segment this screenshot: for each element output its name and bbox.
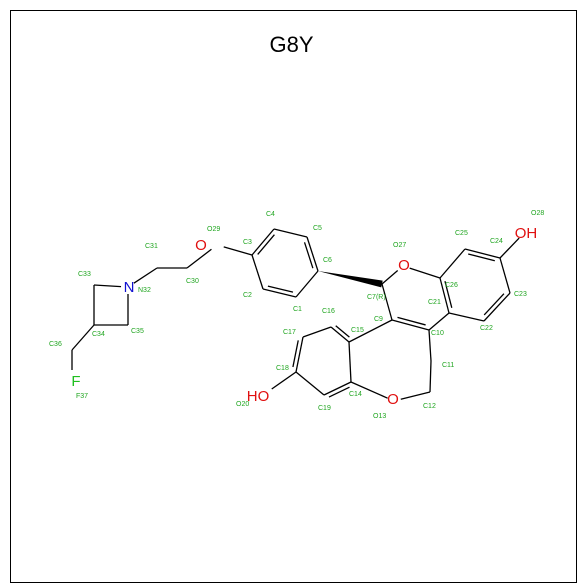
bond-C10-C9-second [397,316,426,326]
bond-C23-C22-second [483,293,505,316]
bond-C3-O29 [223,246,253,256]
atom-label-C22: C22 [480,325,493,332]
bond-C34-C36 [71,324,95,351]
atom-label-O13: O13 [373,413,386,420]
atom-label-C1: C1 [293,306,302,313]
bond-C15-C16 [330,326,350,343]
bond-C15-C16-second [335,325,350,338]
atom-label-C33: C33 [78,271,91,278]
bond-O29-C30 [186,248,212,269]
bond-C18-C19 [295,371,325,396]
atom-label-C16: C16 [322,308,335,315]
atom-label-C18: C18 [276,365,289,372]
atom-label-C36: C36 [49,341,62,348]
bond-O13-C12 [400,391,431,400]
bonds [71,228,520,400]
atom-label-C23: C23 [514,291,527,298]
atom-label-O20: O20 [236,401,249,408]
atom-label-C15: C15 [351,327,364,334]
atom-label-C4: C4 [266,211,275,218]
bond-C25-C24 [464,248,501,259]
atom-label-O28: O28 [531,210,544,217]
bond-C24-C23 [499,257,511,294]
atom-label-C11: C11 [442,362,454,369]
image-border [10,10,577,583]
bond-C21-C26-second [444,281,453,308]
atom-symbol-O13: O [387,391,399,408]
ligand-title: G8Y [269,32,314,57]
atom-symbol-N32: N [124,279,135,296]
bond-C26-C25 [439,248,466,279]
bond-C5-C6 [306,236,319,272]
atom-label-C12: C12 [423,403,436,410]
atom-label-C35: C35 [131,328,144,335]
bond-C1-C2 [262,288,297,298]
bond-C17-C18 [295,336,304,373]
atom-label-C2: C2 [243,292,252,299]
atom-label-C30: C30 [186,278,199,285]
bond-C18-O20 [271,371,297,390]
bond-C7-O27 [381,270,399,285]
atom-label-C3: C3 [243,239,252,246]
atom-label-C31: C31 [145,243,158,250]
atom-label-C10: C10 [431,330,444,337]
atom-label-O29: O29 [207,226,220,233]
atom-label-C5: C5 [313,225,322,232]
wedge-bond-C7-C6 [318,271,383,288]
bond-O27-C26 [409,267,441,279]
bond-C9-C7 [381,283,393,321]
bond-C17-C18-second [292,340,299,368]
atom-label-C6: C6 [323,257,332,264]
atom-label-C34: C34 [92,331,105,338]
bond-C19-C14-second [328,386,350,398]
atom-label-C24: C24 [490,238,503,245]
bond-C23-C22 [483,292,511,322]
bond-C3-C4-second [257,234,275,255]
bond-C12-C11 [429,360,432,393]
bond-C14-O13 [350,381,388,399]
bond-C25-C24-second [468,253,495,262]
atom-symbol-O27: O [398,257,410,274]
bond-C11-C10 [428,329,432,362]
atom-label-C19: C19 [318,405,331,412]
atom-label-C9: C9 [374,316,383,323]
bond-C1-C2-second [267,285,294,293]
atom-label-C25: C25 [455,230,468,237]
atom-symbol-F37: F [71,373,80,390]
bond-C22-C21 [448,312,485,322]
bond-C10-C9 [391,319,430,331]
bond-N32-C33 [93,284,122,288]
atom-label-N32: N32 [138,287,151,294]
bond-C3-C4 [251,228,275,256]
atom-label-C21: C21 [428,299,441,306]
bond-C21-C26 [439,277,450,314]
bond-C24-O28 [499,237,520,259]
atom-label-C7: C7(R) [367,294,386,301]
atom-symbol-O20: HO [247,388,270,405]
atom-label-C26: C26 [445,282,458,289]
bond-C9-C15 [348,319,393,343]
bond-C21-C10 [428,312,450,331]
bond-C6-C1 [295,270,319,298]
bond-C14-C15 [348,341,352,383]
bond-C19-C14 [323,381,352,396]
bond-C31-N32 [133,267,158,284]
bond-C4-C5 [273,228,308,238]
atom-label-C14: C14 [349,391,362,398]
atom-label-F37: F37 [76,393,88,400]
atom-label-O27: O27 [393,242,406,249]
atom-label-C17: C17 [283,329,296,336]
atom-symbol-O29: O [195,237,207,254]
atom-symbol-O28: OH [515,225,538,242]
bond-C5-C6-second [303,242,314,269]
bond-C2-C3 [251,254,264,290]
bond-C16-C17 [302,326,332,338]
wedge-bonds [318,271,383,288]
